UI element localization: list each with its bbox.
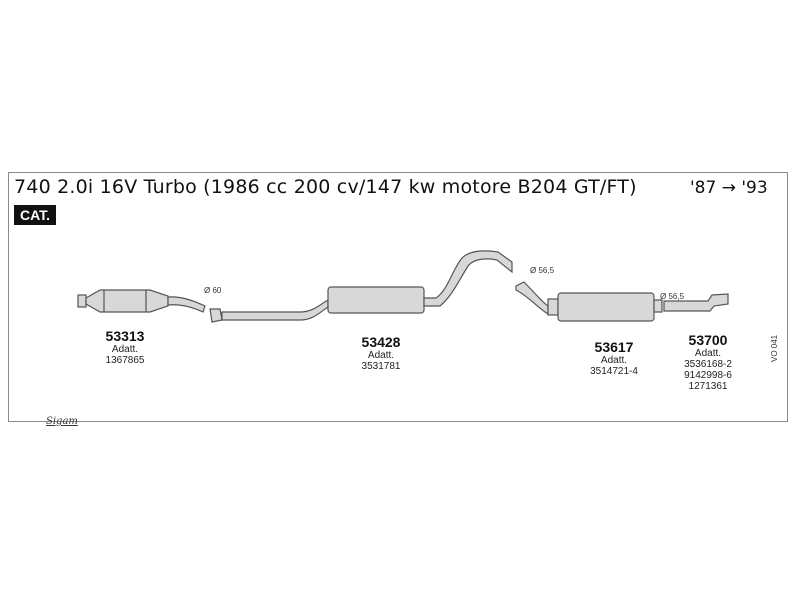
center-pipe-muffler [209, 250, 513, 323]
rear-muffler [515, 281, 663, 322]
part-number: 53313 [105, 328, 145, 344]
oem-code: 1367865 [105, 355, 145, 366]
cat-badge: CAT. [14, 205, 57, 225]
adatt-label: Adatt. [111, 344, 139, 355]
brand-logo: Sigam [46, 416, 78, 427]
oem-code: 3531781 [361, 361, 401, 372]
part-53313: 53313 Adatt. 1367865 [90, 328, 160, 366]
oem-code: 3514721-4 [590, 366, 638, 377]
diagram-reference: VO 041 [770, 334, 779, 362]
adatt-label: Adatt. [600, 355, 628, 366]
part-number: 53700 [688, 332, 728, 348]
vehicle-title: 740 2.0i 16V Turbo (1986 cc 200 cv/147 k… [14, 176, 637, 198]
diameter-label: Ø 56,5 [530, 266, 555, 275]
adatt-label: Adatt. [367, 350, 395, 361]
part-53617: 53617 Adatt. 3514721-4 [576, 339, 652, 377]
year-range: '87 → '93 [690, 178, 768, 198]
diagram-frame [8, 172, 788, 422]
oem-code: 9142998-6 [684, 370, 732, 381]
part-number: 53428 [361, 334, 401, 350]
part-number: 53617 [594, 339, 634, 355]
oem-code: 1271361 [688, 381, 728, 392]
diameter-label: Ø 56,5 [660, 292, 685, 301]
adatt-label: Adatt. [694, 348, 722, 359]
part-53700: 53700 Adatt. 3536168-2 9142998-6 1271361 [670, 332, 746, 392]
oem-code: 3536168-2 [684, 359, 732, 370]
diameter-label: Ø 60 [204, 286, 222, 295]
part-53428: 53428 Adatt. 3531781 [346, 334, 416, 372]
tail-pipe [663, 293, 729, 312]
catalytic-converter [77, 289, 206, 313]
